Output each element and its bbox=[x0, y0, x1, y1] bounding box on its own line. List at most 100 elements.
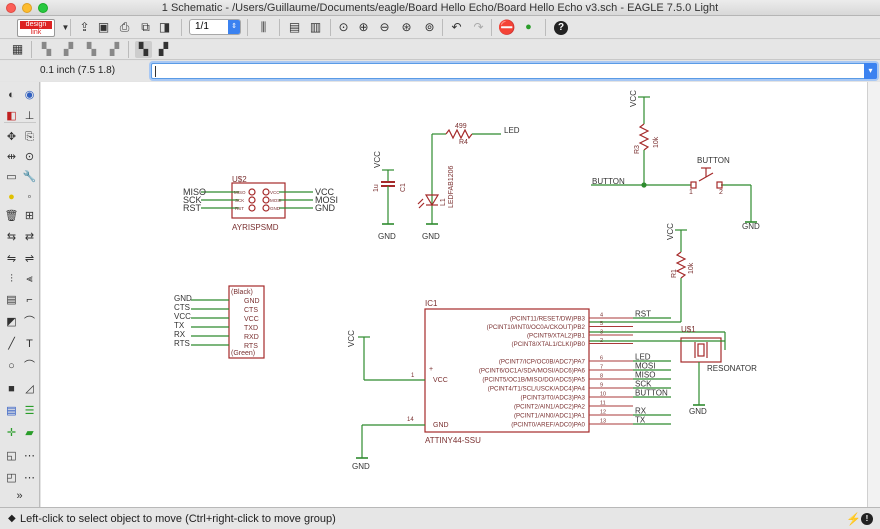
schematic-drawing[interactable]: U$2 AYRISPSMD MISO SCK RST VCC MOSI GND … bbox=[41, 82, 867, 507]
use-library-icon[interactable]: ⫼ bbox=[260, 20, 267, 34]
mark-icon[interactable]: ⊥ bbox=[24, 110, 35, 122]
chevron-down-icon[interactable]: ▼ bbox=[61, 23, 70, 32]
button-branch[interactable]: VCC R3 10k BUTTON BUTTON 1 2 GND bbox=[591, 90, 760, 231]
add-icon[interactable]: ⊞ bbox=[24, 210, 35, 222]
main-toolbar: design link ▼ ⇪ ▣ ⎙ ⧉ ◨ 1/1 ⇕ ⫼ ▤ ▥ ⊙ ⊕ … bbox=[0, 16, 880, 39]
status-hint: Left-click to select object to move (Ctr… bbox=[20, 513, 336, 525]
junction-icon[interactable]: ✛ bbox=[6, 427, 17, 439]
sheet-select[interactable]: 1/1 ⇕ bbox=[189, 19, 241, 35]
stop-icon[interactable]: ⛔ bbox=[498, 19, 516, 35]
minimize-window-button[interactable] bbox=[22, 3, 32, 13]
go-icon[interactable]: ● bbox=[525, 21, 532, 33]
board-switch-icon[interactable]: ◨ bbox=[158, 20, 171, 34]
display-layers-icon[interactable]: ◧ bbox=[6, 110, 17, 122]
pinswap-icon[interactable]: ⇆ bbox=[6, 231, 17, 243]
view-mode-1-icon[interactable]: ▚ bbox=[135, 41, 152, 58]
zoom-in-icon[interactable]: ⊕ bbox=[358, 20, 369, 34]
info-icon[interactable]: ◐ bbox=[8, 89, 15, 101]
r1-name: R1 bbox=[671, 269, 678, 278]
gateswap-icon[interactable]: ⇋ bbox=[6, 253, 17, 265]
show-icon[interactable]: ◉ bbox=[24, 89, 35, 101]
schematic-canvas[interactable]: U$2 AYRISPSMD MISO SCK RST VCC MOSI GND … bbox=[41, 82, 867, 507]
bus-icon[interactable]: ▤ bbox=[6, 405, 17, 417]
group-icon[interactable]: ▭ bbox=[6, 171, 17, 183]
layer-view-3-icon[interactable]: ▚ bbox=[86, 42, 97, 56]
close-window-button[interactable] bbox=[6, 3, 16, 13]
expand-chevron-icon[interactable]: » bbox=[16, 490, 23, 502]
led-arrow bbox=[418, 202, 425, 209]
ic1-net-label: MISO bbox=[635, 371, 655, 380]
net-icon[interactable]: ☰ bbox=[24, 405, 35, 417]
run-ulp-icon[interactable]: ▥ bbox=[309, 20, 322, 34]
capacitor-c1[interactable]: VCC 1u C1 GND bbox=[373, 151, 407, 241]
miter-icon[interactable]: ⌐ bbox=[26, 294, 33, 306]
cam-processor-icon[interactable]: ⧉ bbox=[141, 20, 150, 34]
zoom-select-icon[interactable]: ⊚ bbox=[424, 20, 435, 34]
arc-icon[interactable]: ⌒ bbox=[24, 360, 35, 372]
layer-view-4-icon[interactable]: ▞ bbox=[109, 42, 120, 56]
view-mode-2-icon[interactable]: ▞ bbox=[158, 42, 169, 56]
wire-icon[interactable]: ╱ bbox=[8, 338, 15, 350]
avr-isp-header[interactable]: U$2 AYRISPSMD MISO SCK RST VCC MOSI GND … bbox=[183, 175, 338, 232]
layer-view-2-icon[interactable]: ▞ bbox=[63, 42, 74, 56]
smash-icon[interactable]: ⫷ bbox=[26, 273, 33, 285]
resonator[interactable]: U$1 RESONATOR GND bbox=[589, 325, 757, 416]
script-icon[interactable]: ▤ bbox=[288, 20, 301, 34]
circle-icon[interactable]: ○ bbox=[8, 360, 15, 372]
invoke-icon[interactable]: ◩ bbox=[6, 316, 17, 328]
optimize-icon[interactable]: ⌒ bbox=[24, 316, 35, 328]
erc-icon[interactable]: ◰ bbox=[6, 472, 17, 484]
chevron-down-icon[interactable]: ▾ bbox=[864, 63, 877, 79]
zoom-window-button[interactable] bbox=[38, 3, 48, 13]
led-branch[interactable]: 499 R4 LED L1 LEDFAB1206 GND bbox=[417, 123, 520, 241]
avr-pin-label: MOSI bbox=[270, 198, 282, 203]
reset-pullup[interactable]: VCC R1 10k bbox=[589, 223, 695, 323]
help-icon[interactable]: ? bbox=[554, 21, 568, 35]
ic1-pin-label: (PCINT5/OC1B/MISO/DO/ADC5)PA5 bbox=[482, 377, 585, 384]
open-icon[interactable]: ⇪ bbox=[79, 20, 90, 34]
split-icon[interactable]: ▤ bbox=[6, 294, 17, 306]
zoom-out-icon[interactable]: ⊖ bbox=[379, 20, 390, 34]
copy-icon[interactable]: ⎘ bbox=[25, 131, 34, 143]
coordinate-display: 0.1 inch (7.5 1.8) bbox=[40, 63, 140, 79]
avr-pin-label: RST bbox=[235, 206, 244, 211]
layer-view-1-icon[interactable]: ▚ bbox=[41, 42, 52, 56]
attribute-icon[interactable]: ◱ bbox=[6, 450, 17, 462]
command-bar: 0.1 inch (7.5 1.8) ▾ bbox=[0, 61, 880, 81]
ic1-net-label: RX bbox=[635, 407, 647, 416]
rect-icon[interactable]: ■ bbox=[8, 383, 15, 395]
undo-icon[interactable]: ↶ bbox=[451, 20, 462, 34]
designlink-logo-button[interactable]: design link bbox=[17, 19, 55, 37]
ftdi-pin-label: GND bbox=[244, 298, 260, 305]
zoom-fit-icon[interactable]: ⊙ bbox=[338, 20, 349, 34]
cut-icon[interactable]: ◦ bbox=[27, 191, 32, 203]
name-icon[interactable]: ⇌ bbox=[24, 253, 35, 265]
grid-icon[interactable]: ▦ bbox=[11, 42, 24, 56]
delete-icon[interactable]: 🗑 bbox=[4, 210, 19, 222]
ic1-net-label: SCK bbox=[635, 380, 652, 389]
change-icon[interactable]: 🔧 bbox=[22, 171, 37, 183]
label-icon[interactable]: ▰ bbox=[25, 427, 34, 439]
mirror-icon[interactable]: ⇹ bbox=[6, 151, 17, 163]
errors-icon[interactable]: ⋯ bbox=[24, 472, 35, 484]
command-line-input[interactable]: ▾ bbox=[151, 63, 877, 79]
stop-status-icon[interactable]: ! bbox=[861, 513, 873, 525]
polygon-icon[interactable]: ◿ bbox=[25, 383, 34, 395]
attiny44[interactable]: IC1 ATTINY44-SSU VCC GND 1 14 VCC GND + bbox=[347, 299, 671, 471]
print-icon[interactable]: ⎙ bbox=[119, 20, 130, 34]
redo-icon[interactable]: ↷ bbox=[473, 20, 484, 34]
ic1-pin-number: 9 bbox=[600, 383, 603, 389]
text-icon[interactable]: T bbox=[26, 338, 33, 350]
rotate-icon[interactable]: ⊙ bbox=[24, 151, 35, 163]
move-icon[interactable]: ✥ bbox=[6, 131, 17, 143]
vertical-scrollbar[interactable] bbox=[867, 82, 880, 507]
paste-icon[interactable]: ● bbox=[8, 191, 15, 203]
dimension-icon[interactable]: ⋯ bbox=[24, 450, 35, 462]
c1-supply: VCC bbox=[373, 151, 382, 168]
value-icon[interactable]: ⫶ bbox=[10, 273, 13, 285]
ftdi-header[interactable]: (Black) (Green) GND CTS VCC TXD RXD RTS … bbox=[174, 285, 265, 359]
replace-icon[interactable]: ⇄ bbox=[24, 231, 35, 243]
zoom-redraw-icon[interactable]: ⊛ bbox=[401, 20, 412, 34]
save-icon[interactable]: ▣ bbox=[97, 20, 110, 34]
net-label-ftdi: CTS bbox=[174, 303, 190, 312]
